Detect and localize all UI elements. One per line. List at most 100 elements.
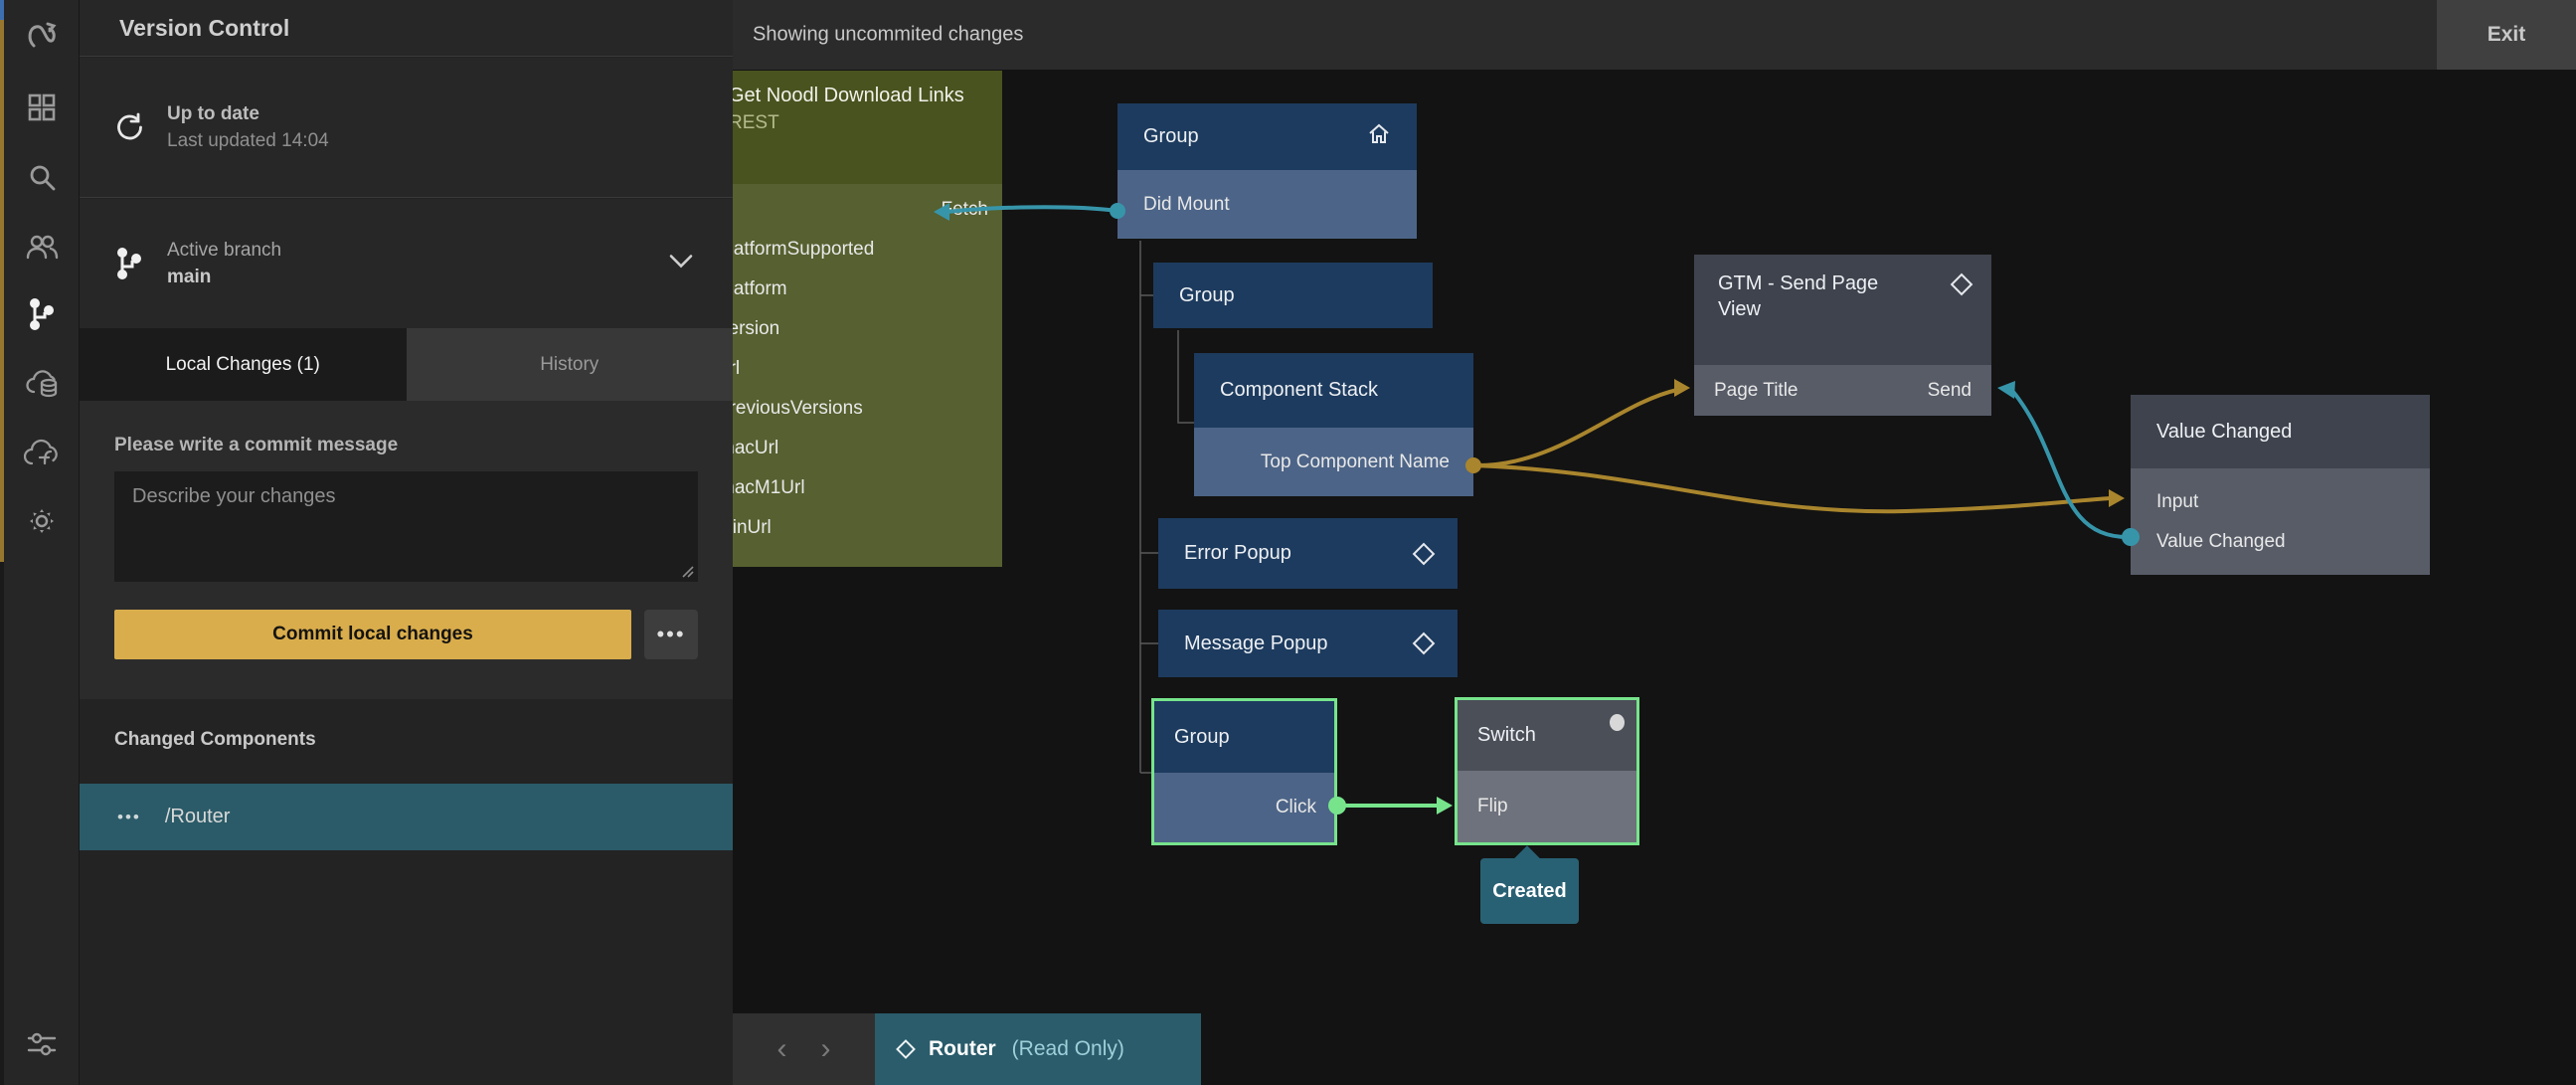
node-message-popup[interactable]: Message Popup — [1158, 610, 1458, 677]
sync-status: Up to date — [167, 103, 259, 124]
node-switch-header[interactable]: Switch — [1458, 700, 1636, 771]
tab-history[interactable]: History — [406, 328, 733, 401]
canvas-topbar: Showing uncommited changes Exit — [733, 0, 2576, 70]
panel-title: Version Control — [119, 14, 290, 41]
cloud-database-icon[interactable] — [4, 356, 80, 412]
node-value-changed-header[interactable]: Value Changed — [2131, 395, 2430, 468]
node-value-changed[interactable]: Value Changed Input Value Changed — [2131, 395, 2430, 575]
node-message-popup-header[interactable]: Message Popup — [1158, 610, 1458, 677]
created-tooltip: Created — [1480, 845, 1579, 924]
port-output[interactable]: version — [733, 318, 780, 339]
node-error-popup-header[interactable]: Error Popup — [1158, 518, 1458, 589]
changed-component-name: /Router — [164, 806, 231, 827]
component-tab-router[interactable]: Router (Read Only) — [875, 1013, 1201, 1085]
connection-wires — [934, 203, 2140, 814]
port-output[interactable]: macM1Url — [733, 477, 805, 498]
tab-local-changes[interactable]: Local Changes (1) — [80, 328, 407, 401]
changed-components-heading: Changed Components — [114, 729, 316, 750]
nav-back-icon[interactable]: ‹ — [776, 1032, 787, 1065]
branch-name: main — [167, 267, 212, 287]
sliders-icon[interactable] — [4, 1016, 80, 1072]
port-output[interactable]: platform — [733, 278, 787, 299]
node-group-child[interactable]: Group — [1153, 263, 1433, 328]
node-group-selected-body: Click — [1154, 773, 1334, 842]
commit-message-input[interactable] — [114, 471, 698, 582]
node-title: Value Changed — [2156, 420, 2293, 443]
component-diamond-icon — [1412, 542, 1436, 565]
port-input[interactable]: Input — [2156, 491, 2199, 512]
port-fetch[interactable]: Fetch — [941, 199, 988, 220]
node-component-stack-body: Top Component Name — [1194, 428, 1473, 496]
refresh-icon[interactable] — [107, 110, 151, 144]
node-title: Group — [1174, 725, 1230, 748]
node-switch[interactable]: Switch Flip — [1455, 697, 1639, 845]
arrowhead — [1674, 379, 1690, 397]
sync-status-section[interactable]: Up to date Last updated 14:04 — [80, 58, 733, 198]
port-output[interactable]: macUrl — [733, 438, 779, 458]
node-switch-body: Flip — [1458, 771, 1636, 842]
changed-component-row[interactable]: ••• /Router — [80, 784, 733, 850]
sync-status-text: Up to date Last updated 14:04 — [167, 100, 329, 154]
port-value-changed[interactable]: Value Changed — [2156, 531, 2286, 552]
commit-button[interactable]: Commit local changes — [114, 610, 631, 659]
settings-gear-icon[interactable] — [4, 493, 80, 549]
port-flip[interactable]: Flip — [1477, 796, 1508, 816]
wire-topname-input[interactable] — [1472, 463, 2112, 514]
arrowhead — [2109, 489, 2125, 507]
readonly-label: (Read Only) — [1011, 1037, 1124, 1060]
port-click[interactable]: Click — [1275, 797, 1316, 817]
port-did-mount[interactable]: Did Mount — [1143, 193, 1230, 215]
window-edge-strip — [0, 0, 4, 1085]
node-rest-body: Fetch platformSupported platform version… — [733, 184, 1002, 567]
noodl-logo-icon[interactable] — [4, 8, 80, 64]
node-group-root-header[interactable]: Group — [1117, 103, 1417, 170]
node-rest-header[interactable]: Get Noodl Download Links REST — [733, 71, 1002, 184]
node-title: Error Popup — [1184, 542, 1291, 564]
component-tab-label: Router — [929, 1037, 996, 1060]
node-error-popup[interactable]: Error Popup — [1158, 518, 1458, 589]
node-gtm-send-page-view[interactable]: GTM - Send Page View Page Title Send — [1694, 255, 1991, 416]
arrowhead — [1997, 381, 2015, 399]
node-component-stack[interactable]: Component Stack Top Component Name — [1194, 353, 1473, 496]
node-rest[interactable]: Get Noodl Download Links REST Fetch plat… — [733, 71, 1002, 567]
chevron-down-icon[interactable] — [669, 255, 693, 273]
node-title: Get Noodl Download Links — [733, 85, 964, 106]
port-output[interactable]: url — [733, 358, 741, 379]
components-grid-icon[interactable] — [4, 80, 80, 135]
node-component-stack-header[interactable]: Component Stack — [1194, 353, 1473, 428]
commit-more-button[interactable]: ••• — [644, 610, 698, 659]
sync-detail: Last updated 14:04 — [167, 130, 329, 151]
uncommitted-status-text: Showing uncommited changes — [753, 23, 1024, 46]
users-icon[interactable] — [4, 219, 80, 274]
wire-valuechanged-send[interactable] — [2011, 390, 2132, 540]
node-group-root[interactable]: Group Did Mount — [1117, 103, 1417, 239]
node-title: Switch — [1477, 724, 1536, 746]
cloud-functions-icon[interactable] — [4, 426, 80, 481]
git-branch-icon[interactable] — [4, 286, 80, 342]
nav-forward-icon[interactable]: › — [820, 1032, 831, 1065]
component-nav: ‹ › — [733, 1013, 875, 1085]
port-output[interactable]: winUrl — [733, 517, 772, 538]
node-title: Group — [1143, 125, 1199, 147]
port-top-component-name[interactable]: Top Component Name — [1260, 451, 1450, 472]
row-menu-dots-icon[interactable]: ••• — [117, 807, 141, 826]
wire-topname-pagetitle[interactable] — [1472, 388, 1678, 468]
port-send[interactable]: Send — [1927, 379, 1972, 401]
exit-button[interactable]: Exit — [2437, 0, 2576, 70]
search-icon[interactable] — [4, 149, 80, 205]
node-group-child-header[interactable]: Group — [1153, 263, 1433, 328]
node-group-selected[interactable]: Group Click — [1151, 698, 1337, 845]
node-graph-canvas[interactable]: Get Noodl Download Links REST Fetch plat… — [733, 70, 2576, 1085]
active-branch-section[interactable]: Active branch main — [80, 199, 733, 328]
node-group-selected-header[interactable]: Group — [1154, 701, 1334, 773]
canvas-footer-bar: ‹ › Router (Read Only) — [733, 1013, 1201, 1085]
port-output[interactable]: platformSupported — [733, 239, 875, 260]
branch-text: Active branch main — [167, 237, 281, 290]
node-group-root-body: Did Mount — [1117, 170, 1417, 239]
port-output[interactable]: previousVersions — [733, 398, 863, 419]
panel-tabs: Local Changes (1) History — [80, 328, 733, 401]
port-page-title[interactable]: Page Title — [1714, 379, 1799, 401]
node-gtm-header[interactable]: GTM - Send Page View — [1694, 255, 1991, 365]
component-diamond-icon — [1950, 272, 1974, 296]
